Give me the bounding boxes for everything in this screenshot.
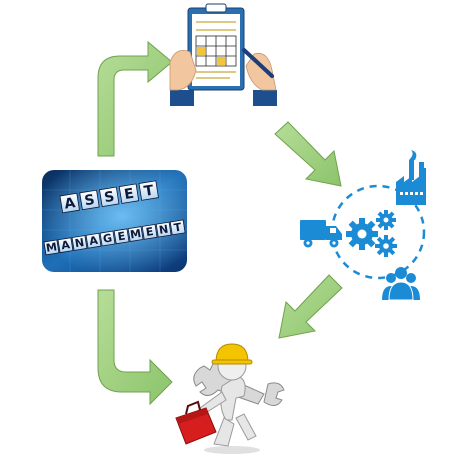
letter-tile: T [138, 180, 159, 201]
letter-tile: A [57, 237, 74, 254]
letter-tile-text: E [117, 229, 126, 243]
letter-tile: G [99, 230, 116, 247]
letter-tile-text: N [74, 236, 85, 250]
letter-tile-text: A [60, 238, 71, 252]
arrow-tile-to-plan [97, 40, 173, 157]
letter-tile-text: A [88, 234, 99, 248]
people-group-icon [382, 267, 420, 301]
letter-tile-text: G [102, 232, 113, 246]
letter-tile-text: S [103, 189, 115, 206]
letter-tile: S [79, 189, 100, 211]
letter-tile-text: N [158, 223, 169, 237]
letter-tile: T [169, 219, 186, 236]
letter-tile-text: A [63, 195, 76, 213]
worker-with-wrench-and-toolbox-icon [175, 343, 285, 454]
letter-tile: E [113, 228, 130, 245]
letter-tile: N [71, 235, 88, 251]
letter-tile-text: T [173, 220, 183, 234]
letter-tile: E [118, 183, 140, 204]
operations-cluster [300, 150, 426, 301]
letter-tile-text: E [123, 186, 135, 203]
toolbox-icon [175, 400, 217, 445]
letter-tile: E [141, 223, 158, 240]
letter-tile: A [85, 232, 102, 249]
gears-icon [346, 210, 397, 257]
letter-tile-text: E [145, 225, 154, 239]
arrow-plan-to-operations [274, 121, 342, 187]
letter-tile: S [99, 186, 120, 207]
letter-tile: M [43, 239, 60, 256]
delivery-truck-icon [300, 220, 342, 248]
letter-tile-text: T [143, 183, 155, 200]
factory-icon [396, 150, 426, 205]
letter-tile: N [155, 221, 172, 238]
letter-tile-text: S [83, 192, 95, 209]
letter-tile: A [59, 192, 80, 214]
letter-tile: M [127, 226, 144, 242]
letter-tile-text: M [129, 227, 142, 242]
clipboard-checklist-icon [169, 3, 277, 106]
arrow-tile-to-maintenance [97, 289, 173, 406]
arrow-operations-to-maintenance [278, 274, 343, 339]
letter-tile-text: M [45, 240, 58, 255]
